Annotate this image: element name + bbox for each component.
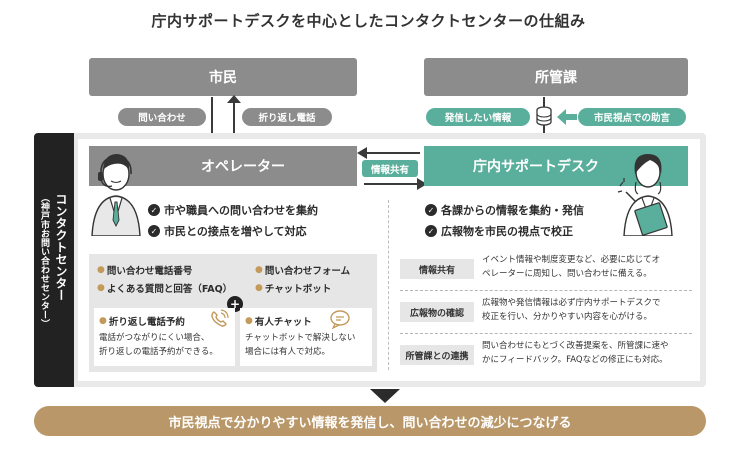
bullet-dot-icon: ● (97, 265, 105, 275)
info-share-pill: 情報共有 (362, 160, 418, 177)
callback-desc-2: 折り返しの電話予約ができる。 (99, 347, 218, 357)
operator-point-1: ✓ 市や職員への問い合わせを集約 (148, 202, 318, 218)
diagram-title: 庁内サポートデスクを中心としたコンタクトセンターの仕組み (151, 12, 586, 30)
bullet-dot-icon: ● (97, 283, 105, 293)
contact-center-sidebar: コンタクトセンター （神戸市お問い合わせセンター） (34, 133, 74, 387)
check-circle-icon: ✓ (148, 225, 160, 237)
callback-arrow-head (227, 95, 241, 103)
chat-bubble-icon (330, 310, 350, 329)
bullet-dot-icon: ● (245, 316, 253, 326)
advice-arrow-icon (557, 109, 577, 125)
department-box: 所管課 (424, 58, 688, 96)
support-point-2: ✓ 広報物を市民の視点で校正 (425, 223, 573, 239)
chat-card (240, 308, 372, 366)
citizen-label: 市民 (209, 70, 237, 86)
inquiry-pill: 問い合わせ (118, 108, 206, 126)
info-share-line-top (364, 152, 420, 154)
row-text-dept-link-1: 問い合わせにもとづく改善提案を、所管課に速や (482, 341, 669, 351)
row-text-pr-check-2: 校正を行い、分かりやすい内容を心がける。 (482, 312, 653, 322)
callback-desc-1: 電話がつながりにくい場合、 (99, 333, 210, 343)
support-staff-illustration (617, 154, 673, 236)
contact-center-title: コンタクトセンター (54, 192, 68, 301)
callback-card (94, 308, 235, 366)
department-label: 所管課 (535, 70, 577, 86)
support-desk-header-label: 庁内サポートデスク (473, 159, 599, 175)
database-icon (536, 106, 552, 126)
check-circle-icon: ✓ (425, 225, 437, 237)
support-desk-header: 庁内サポートデスク (424, 146, 688, 186)
row-text-dept-link-2: かにフィードバック。FAQなどの修正にも対応。 (482, 355, 668, 365)
conclusion-banner: 市民視点で分かりやすい情報を発信し、問い合わせの減少につなげる (34, 406, 706, 436)
contact-center-subtitle: （神戸市お問い合わせセンター） (39, 192, 49, 328)
column-divider (388, 200, 389, 370)
channel-form: ●問い合わせフォーム (255, 265, 351, 277)
row-tag-pr-check: 広報物の確認 (400, 302, 474, 322)
info-share-arrow-left (357, 147, 367, 159)
row-text-info-share-1: イベント情報や制度変更など、必要に応じてオ (482, 255, 661, 265)
row-tag-info-share: 情報共有 (400, 259, 474, 279)
chat-title: ●有人チャット (245, 316, 312, 328)
callback-pill: 折り返し電話 (242, 108, 332, 126)
chat-desc-1: チャットボットで解決しない (245, 333, 356, 343)
down-arrow-icon (370, 389, 400, 403)
callback-arrow-line (233, 100, 235, 144)
citizen-box: 市民 (89, 58, 357, 96)
row-separator (400, 333, 692, 334)
info-send-pill: 発信したい情報 (426, 108, 530, 126)
row-text-pr-check-1: 広報物や発信情報は必ず庁内サポートデスクで (482, 298, 661, 308)
channel-faq: ●よくある質問と回答（FAQ） (97, 283, 233, 295)
bullet-dot-icon: ● (255, 265, 263, 275)
bullet-dot-icon: ● (99, 316, 107, 326)
channel-chatbot: ●チャットボット (255, 283, 332, 295)
operator-header: オペレーター (89, 146, 357, 186)
info-share-line-bottom (364, 183, 420, 185)
check-circle-icon: ✓ (425, 204, 437, 216)
advice-pill: 市民視点での助言 (578, 108, 686, 126)
bullet-dot-icon: ● (255, 283, 263, 293)
row-tag-dept-link: 所管課との連携 (400, 345, 474, 365)
inquiry-arrow-line (211, 97, 213, 141)
phone-icon (211, 309, 229, 327)
check-circle-icon: ✓ (148, 204, 160, 216)
operator-illustration (91, 154, 141, 236)
info-share-arrow-right (417, 178, 427, 190)
row-text-info-share-2: ペレーターに周知し、問い合わせに備える。 (482, 269, 652, 279)
support-point-1: ✓ 各課からの情報を集約・発信 (425, 202, 584, 218)
operator-header-label: オペレーター (201, 159, 285, 175)
callback-title: ●折り返し電話予約 (99, 316, 185, 328)
channel-phone: ●問い合わせ電話番号 (97, 265, 193, 277)
row-separator (400, 290, 692, 291)
chat-desc-2: 場合には有人で対応。 (245, 347, 331, 357)
operator-point-2: ✓ 市民との接点を増やして対応 (148, 223, 307, 239)
